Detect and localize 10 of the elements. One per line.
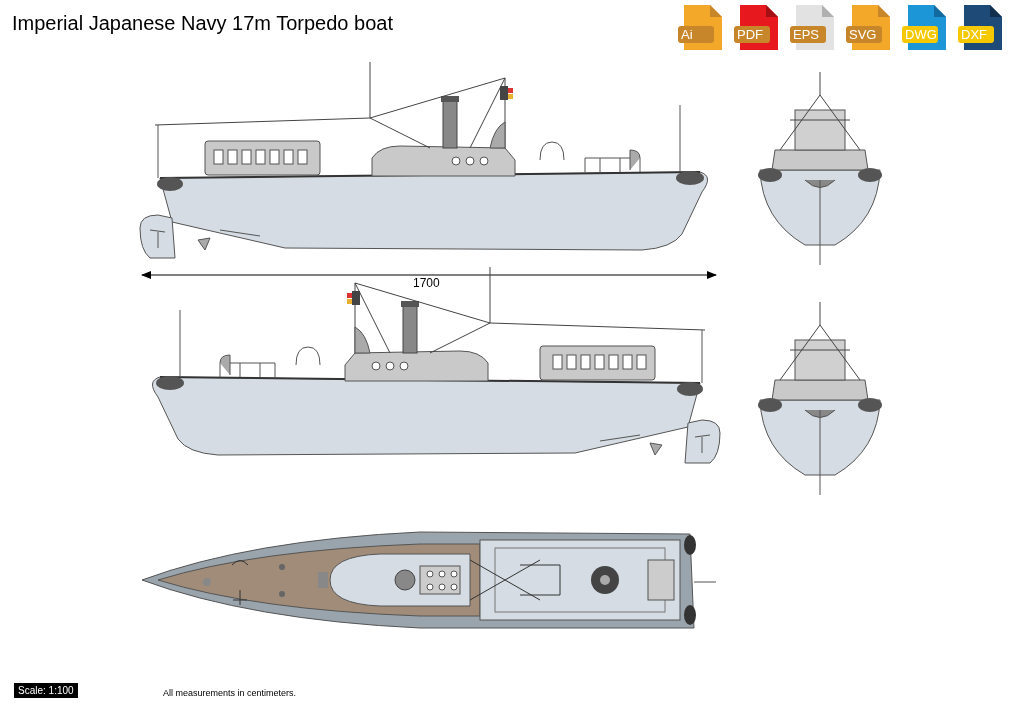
format-label: EPS — [793, 27, 819, 42]
format-label: Ai — [681, 27, 693, 42]
format-label: DWG — [905, 27, 937, 42]
diagram-title: Imperial Japanese Navy 17m Torpedo boat — [12, 12, 393, 35]
dimension-label: 1700 — [413, 276, 440, 290]
scale-badge: Scale: 1:100 — [14, 683, 78, 698]
format-label: SVG — [849, 27, 877, 42]
format-label: DXF — [961, 27, 987, 42]
format-label: PDF — [737, 27, 763, 42]
note-text: All measurements in centimeters. — [163, 688, 297, 698]
